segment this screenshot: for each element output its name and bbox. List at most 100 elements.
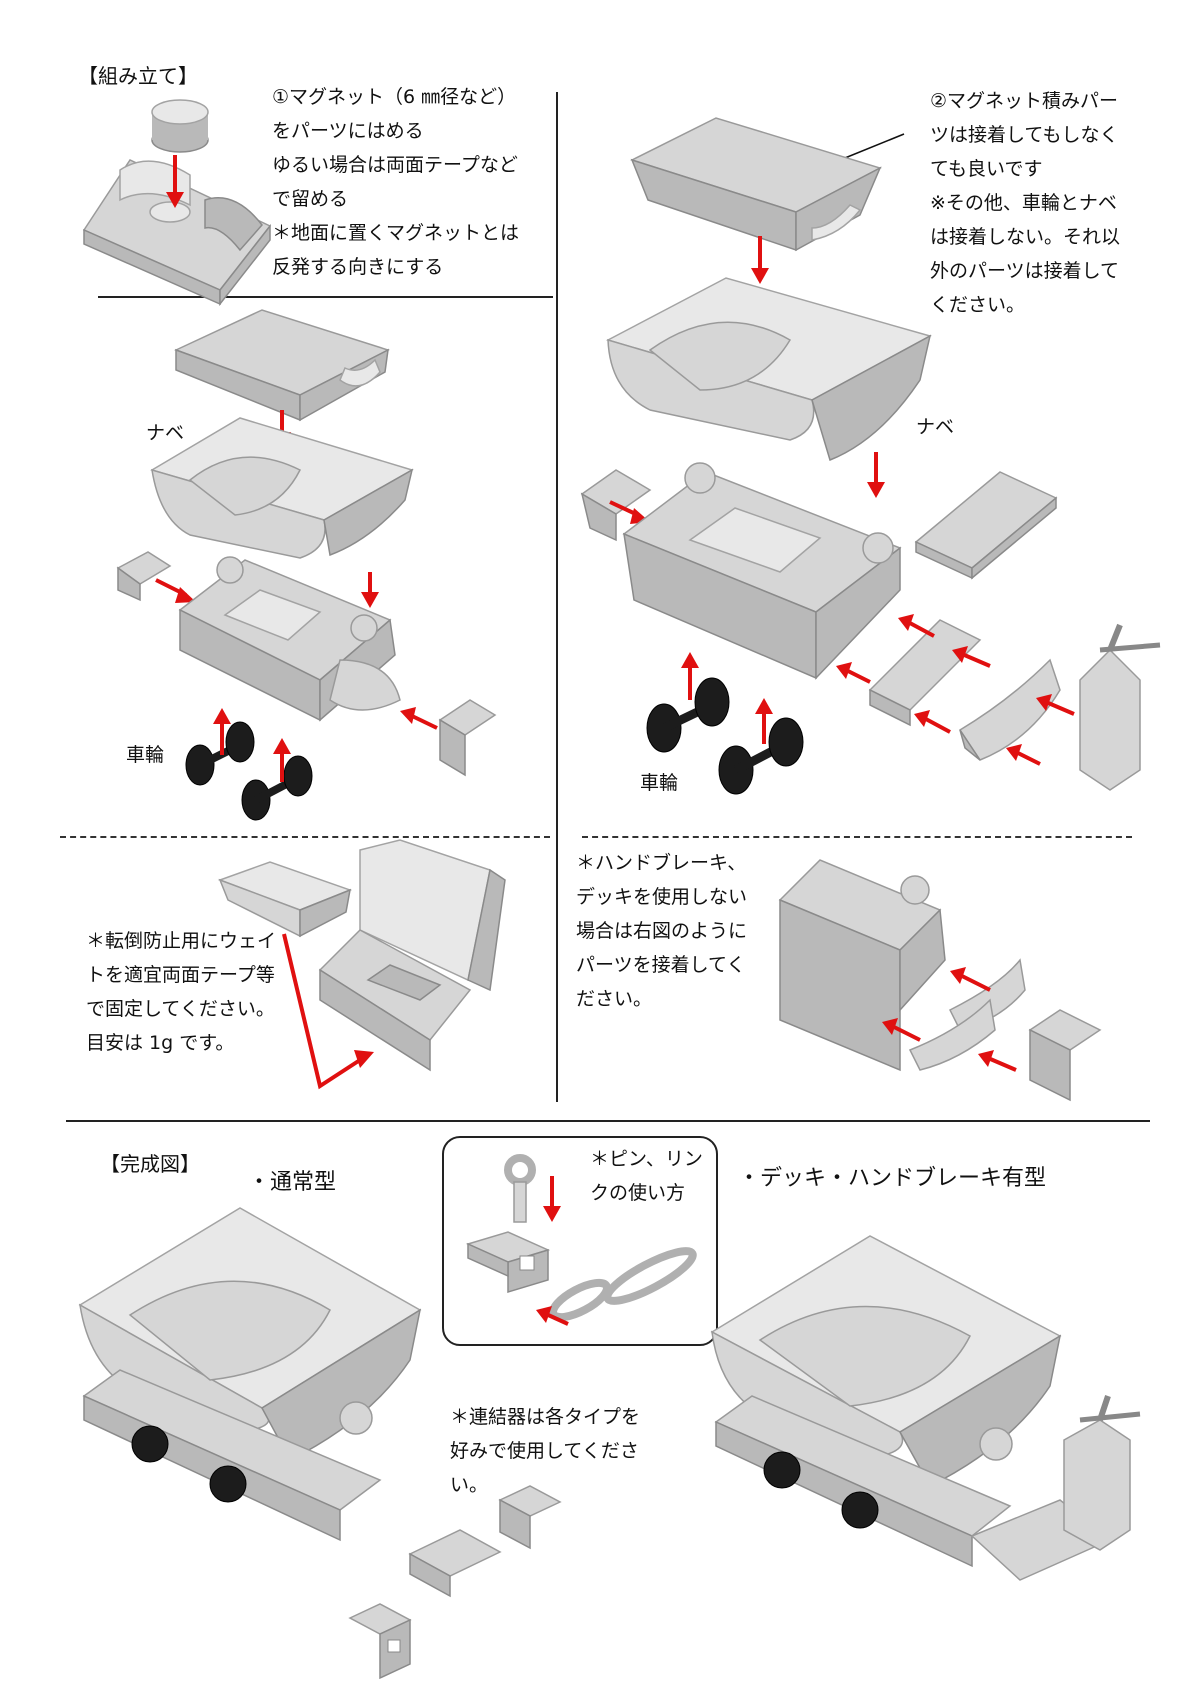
brake-arrow-2 — [836, 662, 871, 684]
nabe-label-right: ナベ — [916, 416, 955, 438]
brake-note-line: パーツを接着してく — [576, 954, 746, 976]
nabe-to-frame-arrow — [361, 572, 379, 608]
center-divider — [556, 92, 558, 1102]
right-coupler-part — [438, 699, 497, 777]
magnet-part — [151, 99, 209, 153]
step1-line: をパーツにはめる — [272, 120, 424, 142]
pin-link-note-line: ＊ピン、リン — [590, 1148, 703, 1170]
pin-arrow — [543, 1176, 561, 1222]
brake-arrow-3 — [952, 646, 991, 668]
assembly-heading: 【組み立て】 — [78, 64, 198, 88]
step2-line: 外のパーツは接着して — [930, 260, 1120, 282]
brake-arrow-5 — [1036, 694, 1075, 716]
left-dashed-divider — [60, 836, 550, 838]
right-end-piece-part — [580, 469, 652, 542]
step1-line: で留める — [272, 188, 349, 210]
brake-arrow-6 — [1006, 744, 1041, 766]
coupler-note-line: ＊連結器は各タイプを — [450, 1406, 641, 1428]
right-wheel-arrow-2 — [755, 698, 773, 744]
frame-part — [178, 556, 401, 722]
holder-part — [82, 159, 272, 307]
magnet-carrier-part — [174, 309, 390, 422]
deck-type-label: ・デッキ・ハンドブレーキ有型 — [738, 1166, 1047, 1191]
nabe-label-left: ナベ — [146, 422, 185, 444]
right-wheelset-2 — [718, 717, 804, 795]
right-wheel-arrow-1 — [681, 652, 699, 700]
step2-pointer-line — [839, 133, 905, 161]
magnet-insert-arrow — [166, 155, 184, 208]
brake-note-line: 場合は右図のように — [576, 920, 748, 942]
end-piece-arrow — [155, 578, 196, 603]
weight-block-part — [217, 861, 353, 938]
step2-line: ツは接着してもしなく — [930, 124, 1119, 146]
deck-arc-part — [958, 658, 1061, 761]
weight-note-line: 目安は 1g です。 — [86, 1032, 235, 1054]
left-wheelset-2 — [241, 755, 313, 821]
right-hopper-part — [606, 277, 932, 462]
no-brake-arc-part-2 — [908, 998, 996, 1071]
wheel-arrow-1 — [213, 708, 231, 755]
wheel-arrow-2 — [273, 738, 291, 782]
right-wheelset-1 — [646, 677, 730, 753]
step1-instructions: ①マグネット（6 ㎜径など） をパーツにはめる ゆるい場合は両面テープなど で留… — [272, 80, 562, 284]
loose-coupler-2 — [408, 1529, 502, 1598]
step2-instructions: ②マグネット積みパー ツは接着してもしなく ても良いです ※その他、車輪とナベ … — [930, 84, 1160, 322]
wheel-label-left: 車輪 — [126, 744, 165, 766]
no-brake-arrow-3 — [978, 1050, 1017, 1072]
end-piece-part — [116, 551, 172, 602]
long-link-part — [603, 1247, 697, 1305]
right-magnet-carrier-part — [630, 117, 882, 252]
normal-type-car — [78, 1207, 422, 1542]
loose-coupler-3 — [348, 1603, 412, 1680]
step1-line: ＊地面に置くマグネットとは — [272, 222, 520, 244]
step1-divider — [98, 296, 553, 298]
pin-part — [504, 1154, 536, 1223]
pin-link-note-line: クの使い方 — [590, 1182, 686, 1204]
right-carrier-arrow — [751, 236, 769, 284]
coupler-arrow — [400, 707, 438, 730]
coupler-socket-part — [465, 1231, 551, 1294]
brake-note: ＊ハンドブレーキ、 デッキを使用しない 場合は右図のように パーツを接着してく … — [576, 846, 796, 1016]
link-arrow — [536, 1306, 569, 1326]
weight-note-line: ＊転倒防止用にウェイ — [86, 930, 277, 952]
step2-line: ※その他、車輪とナベ — [930, 192, 1117, 214]
right-nabe-arrow — [867, 452, 885, 498]
brake-arrow-1 — [898, 614, 935, 638]
short-link-part — [549, 1278, 611, 1322]
weight-note-line: トを適宜両面テープ等 — [86, 964, 275, 986]
step2-line: ②マグネット積みパー — [930, 90, 1119, 112]
no-brake-frame-part — [778, 859, 946, 1072]
no-brake-arrow-1 — [950, 967, 991, 992]
right-frame-part — [622, 462, 902, 680]
deck-type-car — [710, 1235, 1141, 1581]
brake-note-line: ださい。 — [576, 988, 653, 1010]
no-brake-coupler-part — [1028, 1009, 1102, 1102]
deck-plate-part — [914, 471, 1058, 580]
step2-line: は接着しない。それ以 — [930, 226, 1121, 248]
step1-line: ゆるい場合は両面テープなど — [272, 154, 518, 176]
step1-line: 反発する向きにする — [272, 256, 444, 278]
weight-note: ＊転倒防止用にウェイ トを適宜両面テープ等 で固定してください。 目安は 1g … — [86, 924, 316, 1060]
tipped-car-part — [318, 839, 506, 1072]
hand-brake-stand-part — [1079, 623, 1161, 791]
normal-type-label: ・通常型 — [248, 1170, 337, 1195]
brake-bracket-part — [868, 619, 982, 727]
no-brake-arrow-2 — [882, 1018, 921, 1042]
completed-divider — [66, 1120, 1150, 1122]
loose-coupler-1 — [498, 1485, 562, 1550]
weight-note-line: で固定してください。 — [86, 998, 275, 1020]
coupler-note: ＊連結器は各タイプを 好みで使用してくださ い。 — [450, 1400, 680, 1502]
pin-link-box — [442, 1136, 718, 1346]
completed-heading: 【完成図】 — [100, 1152, 200, 1176]
step2-line: ても良いです — [930, 158, 1043, 180]
weight-placement-arrow — [282, 933, 374, 1090]
coupler-note-line: 好みで使用してくださ — [450, 1440, 639, 1462]
hopper-part — [150, 417, 414, 559]
wheel-label-right: 車輪 — [640, 772, 679, 794]
